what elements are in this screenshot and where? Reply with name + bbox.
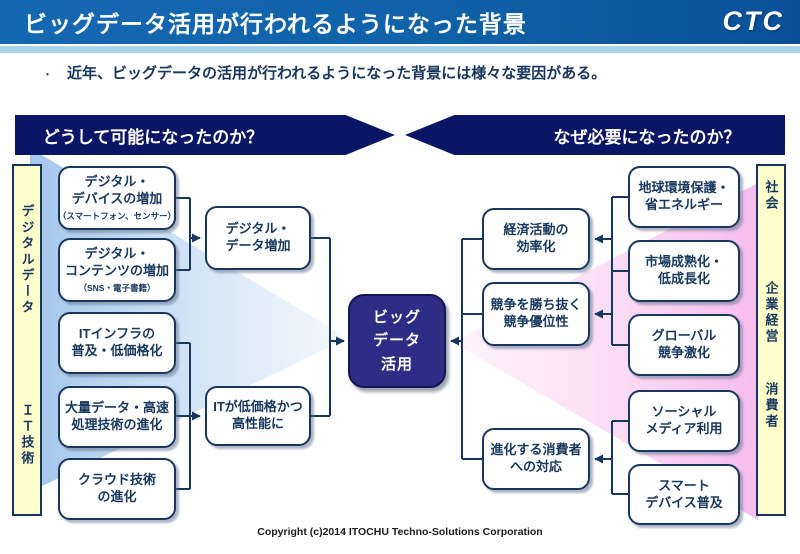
bullet-icon: ・ (42, 69, 53, 81)
node-global-competition: グローバル 競争激化 (628, 314, 740, 376)
node-cloud-technology: クラウド技術 の進化 (58, 458, 176, 520)
node-digital-content-increase: デジタル・ コンテンツの増加 （SNS・電子書籍） (58, 238, 176, 302)
node-evolving-consumers: 進化する消費者 への対応 (482, 428, 590, 490)
intro-line: ・ 近年、ビッグデータの活用が行われるようになった背景には様々な要因がある。 (42, 62, 772, 83)
bus-right-to-center (461, 238, 482, 460)
node-title: ビッグ データ 活用 (372, 309, 421, 373)
node-title: クラウド技術 の進化 (77, 472, 156, 504)
bus-it-sources (176, 342, 191, 490)
banner-why-needed-label: なぜ必要になったのか？ (553, 127, 741, 147)
node-title: ITインフラの 普及・低価格化 (71, 326, 163, 358)
rail-label-business: 企業経営 (763, 280, 779, 345)
node-it-cheap-high-performance: ITが低価格かつ 高性能に (205, 386, 311, 446)
node-note: （SNS・電子書籍） (78, 283, 156, 294)
node-title: デジタル・ データ増加 (225, 221, 291, 253)
node-title: 進化する消費者 への対応 (490, 442, 582, 474)
node-digital-data-increase: デジタル・ データ増加 (205, 206, 311, 270)
node-title: 地球環境保護・ 省エネルギー (638, 180, 730, 212)
node-economic-efficiency: 経済活動の 効率化 (482, 208, 590, 270)
banner-how-possible-label: どうして可能になったのか？ (42, 127, 264, 147)
node-title: ITが低価格かつ 高性能に (213, 399, 303, 431)
node-big-data-utilization: ビッグ データ 活用 (348, 294, 446, 388)
node-title: スマート デバイス普及 (645, 477, 723, 510)
node-smart-device-spread: スマート デバイス普及 (628, 464, 740, 525)
bus-mid-to-center (311, 237, 331, 417)
node-title: 大量データ・高速 処理技術の進化 (64, 400, 169, 432)
rail-label-digital-data: デジタルデータ (19, 204, 35, 317)
node-title: デジタル・ コンテンツの増加 (64, 245, 169, 278)
node-environment-energy: 地球環境保護・ 省エネルギー (628, 166, 740, 228)
header-accent-strip (0, 46, 800, 53)
node-mass-data-processing: 大量データ・高速 処理技術の進化 (58, 386, 176, 448)
node-title: 市場成熟化・ 低成長化 (644, 254, 723, 286)
node-title: 競争を勝ち抜く 競争優位性 (490, 297, 582, 329)
ctc-logo: CTC (722, 6, 784, 36)
node-title: デジタル・ デバイスの増加 (71, 173, 163, 206)
rail-label-it-tech: ＩＴ技術 (19, 402, 35, 467)
node-it-infrastructure: ITインフラの 普及・低価格化 (58, 312, 176, 374)
page-title: ビッグデータ活用が行われるようになった背景 (24, 11, 527, 37)
rail-left: デジタルデータ ＩＴ技術 (12, 164, 42, 516)
node-digital-device-increase: デジタル・ デバイスの増加 （スマートフォン、センサー） (58, 166, 176, 230)
intro-text: 近年、ビッグデータの活用が行われるようになった背景には様々な要因がある。 (67, 65, 607, 82)
bus-digital-sources (176, 197, 191, 271)
copyright-text: Copyright (c)2014 ITOCHU Techno-Solution… (257, 526, 543, 538)
node-market-maturity: 市場成熟化・ 低成長化 (628, 240, 740, 302)
banner-why-needed: なぜ必要になったのか？ (405, 115, 785, 155)
banner-how-possible: どうして可能になったのか？ (15, 115, 395, 155)
node-competitive-advantage: 競争を勝ち抜く 競争優位性 (482, 282, 590, 346)
bus-consumer-sources (611, 420, 628, 495)
bus-society-business (611, 196, 628, 346)
header-bar: ビッグデータ活用が行われるようになった背景 CTC (0, 0, 800, 44)
node-title: ソーシャル メディア利用 (645, 404, 723, 436)
rail-label-society: 社会 (763, 179, 779, 212)
node-title: グローバル 競争激化 (651, 328, 717, 360)
node-social-media-use: ソーシャル メディア利用 (628, 390, 740, 452)
rail-right: 社会 企業経営 消費者 (756, 164, 786, 516)
node-note: （スマートフォン、センサー） (57, 211, 177, 222)
rail-label-consumers: 消費者 (763, 381, 779, 430)
node-title: 経済活動の 効率化 (503, 222, 569, 254)
